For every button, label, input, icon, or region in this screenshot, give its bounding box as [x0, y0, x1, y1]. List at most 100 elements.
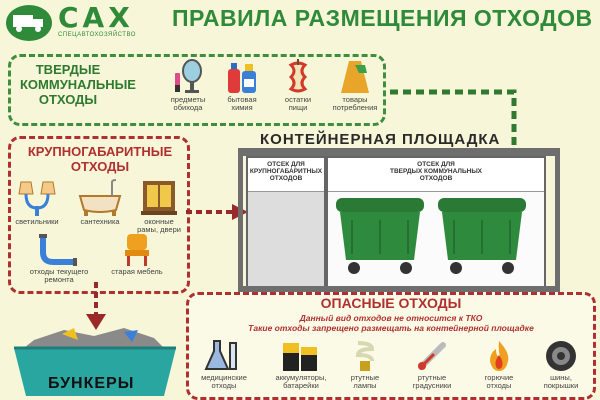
- tko-item-label: товары потребления: [330, 96, 380, 112]
- container-area-title: КОНТЕЙНЕРНАЯ ПЛОЩАДКА: [260, 131, 501, 148]
- shelter-post: [238, 148, 243, 292]
- tko-title: ТВЕРДЫЕ КОММУНАЛЬНЫЕ ОТХОДЫ: [20, 62, 136, 107]
- bulky-item-plumbing: сантехника: [74, 178, 126, 226]
- bay-tko-label: ОТСЕК ДЛЯ ТВЕРДЫХ КОММУНАЛЬНЫХ ОТХОДОВ: [328, 158, 544, 192]
- bulb-icon: [342, 338, 388, 374]
- bulky-title-line: КРУПНОГАБАРИТНЫЕ: [27, 144, 173, 159]
- waste-bin-icon: [336, 198, 424, 274]
- label-line: медицинские: [201, 373, 247, 382]
- logo-text: САХ: [58, 1, 134, 34]
- shelter-post: [555, 148, 560, 292]
- bulky-title-line: ОТХОДЫ: [70, 159, 130, 174]
- thermometer-icon: [404, 338, 460, 374]
- shelter-roof: [238, 148, 558, 156]
- tko-item-household: предметы обихода: [168, 58, 208, 112]
- label-line: остатки: [284, 95, 312, 104]
- tko-item-food: остатки пищи: [278, 58, 318, 112]
- bunker-arrow-icon: [86, 282, 106, 330]
- label-line: рамы, двери: [137, 225, 181, 234]
- label-line: ОТСЕК ДЛЯ: [267, 161, 305, 168]
- hazard-note: Такие отходы запрещено размещать на конт…: [248, 323, 534, 333]
- hazard-item-label: шины, покрышки: [536, 374, 586, 390]
- bulky-title: КРУПНОГАБАРИТНЫЕ ОТХОДЫ: [14, 144, 186, 174]
- waste-bin-icon: [438, 198, 526, 274]
- bunker-label: БУНКЕРЫ: [48, 375, 135, 392]
- label-line: лампы: [353, 381, 377, 390]
- bulky-item-repair: отходы текущего ремонта: [26, 232, 92, 284]
- mirror-icon: [168, 58, 208, 96]
- hazard-item-tires: шины, покрышки: [536, 338, 586, 390]
- logo-subtitle: СПЕЦАВТОХОЗЯЙСТВО: [58, 32, 136, 38]
- hazard-item-batteries: аккумуляторы, батарейки: [266, 338, 336, 390]
- tko-item-chemicals: бытовая химия: [222, 58, 262, 112]
- hazard-item-thermometers: ртутные градусники: [404, 338, 460, 390]
- bay-bulky: ОТСЕК ДЛЯ КРУПНОГАБАРИТНЫХ ОТХОДОВ: [246, 156, 326, 290]
- detergent-icon: [222, 58, 262, 96]
- label-line: отходы: [211, 381, 237, 390]
- logo: САХ СПЕЦАВТОХОЗЯЙСТВО: [6, 1, 162, 43]
- hazard-item-label: аккумуляторы, батарейки: [266, 374, 336, 390]
- fire-icon: [474, 338, 524, 374]
- hazard-note: Данный вид отходов не относится к ТКО: [299, 313, 483, 323]
- label-line: батарейки: [283, 381, 319, 390]
- tko-item-label: предметы обихода: [168, 96, 208, 112]
- pipe-icon: [26, 232, 92, 268]
- battery-icon: [266, 338, 336, 374]
- tko-item-label: остатки пищи: [278, 96, 318, 112]
- label-line: горючие: [484, 373, 514, 382]
- label-line: ртутные: [417, 373, 447, 382]
- label-line: товары: [342, 95, 368, 104]
- label-line: ОТХОДОВ: [419, 175, 453, 182]
- hazard-item-label: медицинские отходы: [196, 374, 252, 390]
- chair-icon: [106, 232, 168, 268]
- label-line: пищи: [288, 103, 308, 112]
- label-line: аккумуляторы,: [275, 373, 327, 382]
- hazard-item-label: ртутные градусники: [404, 374, 460, 390]
- bulky-item-furniture: старая мебель: [106, 232, 168, 276]
- page-title: ПРАВИЛА РАЗМЕЩЕНИЯ ОТХОДОВ: [172, 5, 593, 31]
- label-line: КРУПНОГАБАРИТНЫХ: [249, 168, 323, 175]
- label-line: обихода: [173, 103, 203, 112]
- bathtub-icon: [74, 178, 126, 218]
- label-line: ОТСЕК ДЛЯ: [417, 161, 455, 168]
- label-line: химия: [231, 103, 253, 112]
- tko-title-line: КОММУНАЛЬНЫЕ: [20, 77, 136, 92]
- hazard-title: ОПАСНЫЕ ОТХОДЫ: [320, 295, 462, 311]
- bulky-item-label: старая мебель: [111, 267, 163, 276]
- tire-icon: [536, 338, 586, 374]
- label-line: ремонта: [44, 275, 74, 284]
- hazard-item-label: ртутные лампы: [342, 374, 388, 390]
- bulky-panel: [8, 136, 190, 294]
- bulky-item-label: отходы текущего ремонта: [26, 268, 92, 284]
- label-line: покрышки: [543, 381, 579, 390]
- hazard-item-medical: медицинские отходы: [196, 338, 252, 390]
- hazard-panel: [186, 292, 596, 400]
- bulky-item-windows: оконные рамы, двери: [134, 178, 184, 234]
- label-line: отходы текущего: [29, 267, 89, 276]
- apple-core-icon: [278, 58, 318, 96]
- label-line: бытовая: [227, 95, 257, 104]
- truck-logo-icon: [6, 5, 52, 41]
- flask-icon: [196, 338, 252, 374]
- label-line: ТВЕРДЫХ КОММУНАЛЬНЫХ: [389, 168, 483, 175]
- bunker-icon: [14, 328, 176, 396]
- tko-item-goods: товары потребления: [330, 58, 380, 112]
- label-line: потребления: [332, 103, 378, 112]
- tko-panel: [8, 54, 386, 126]
- label-line: шины,: [550, 373, 572, 382]
- bay-bulky-label: ОТСЕК ДЛЯ КРУПНОГАБАРИТНЫХ ОТХОДОВ: [248, 158, 324, 192]
- tko-title-line: ТВЕРДЫЕ: [35, 62, 101, 77]
- tko-title-line: ОТХОДЫ: [38, 92, 98, 107]
- shelter-base: [238, 286, 560, 292]
- label-line: ОТХОДОВ: [269, 175, 303, 182]
- label-line: отходы: [486, 381, 512, 390]
- bulky-item-label: сантехника: [80, 217, 120, 226]
- hazard-item-flammable: горючие отходы: [474, 338, 524, 390]
- window-icon: [134, 178, 184, 218]
- hazard-item-label: горючие отходы: [474, 374, 524, 390]
- label-line: ртутные: [350, 373, 380, 382]
- label-line: градусники: [412, 381, 452, 390]
- label-line: оконные: [144, 217, 174, 226]
- lamp-icon: [14, 178, 60, 218]
- tko-item-label: бытовая химия: [222, 96, 262, 112]
